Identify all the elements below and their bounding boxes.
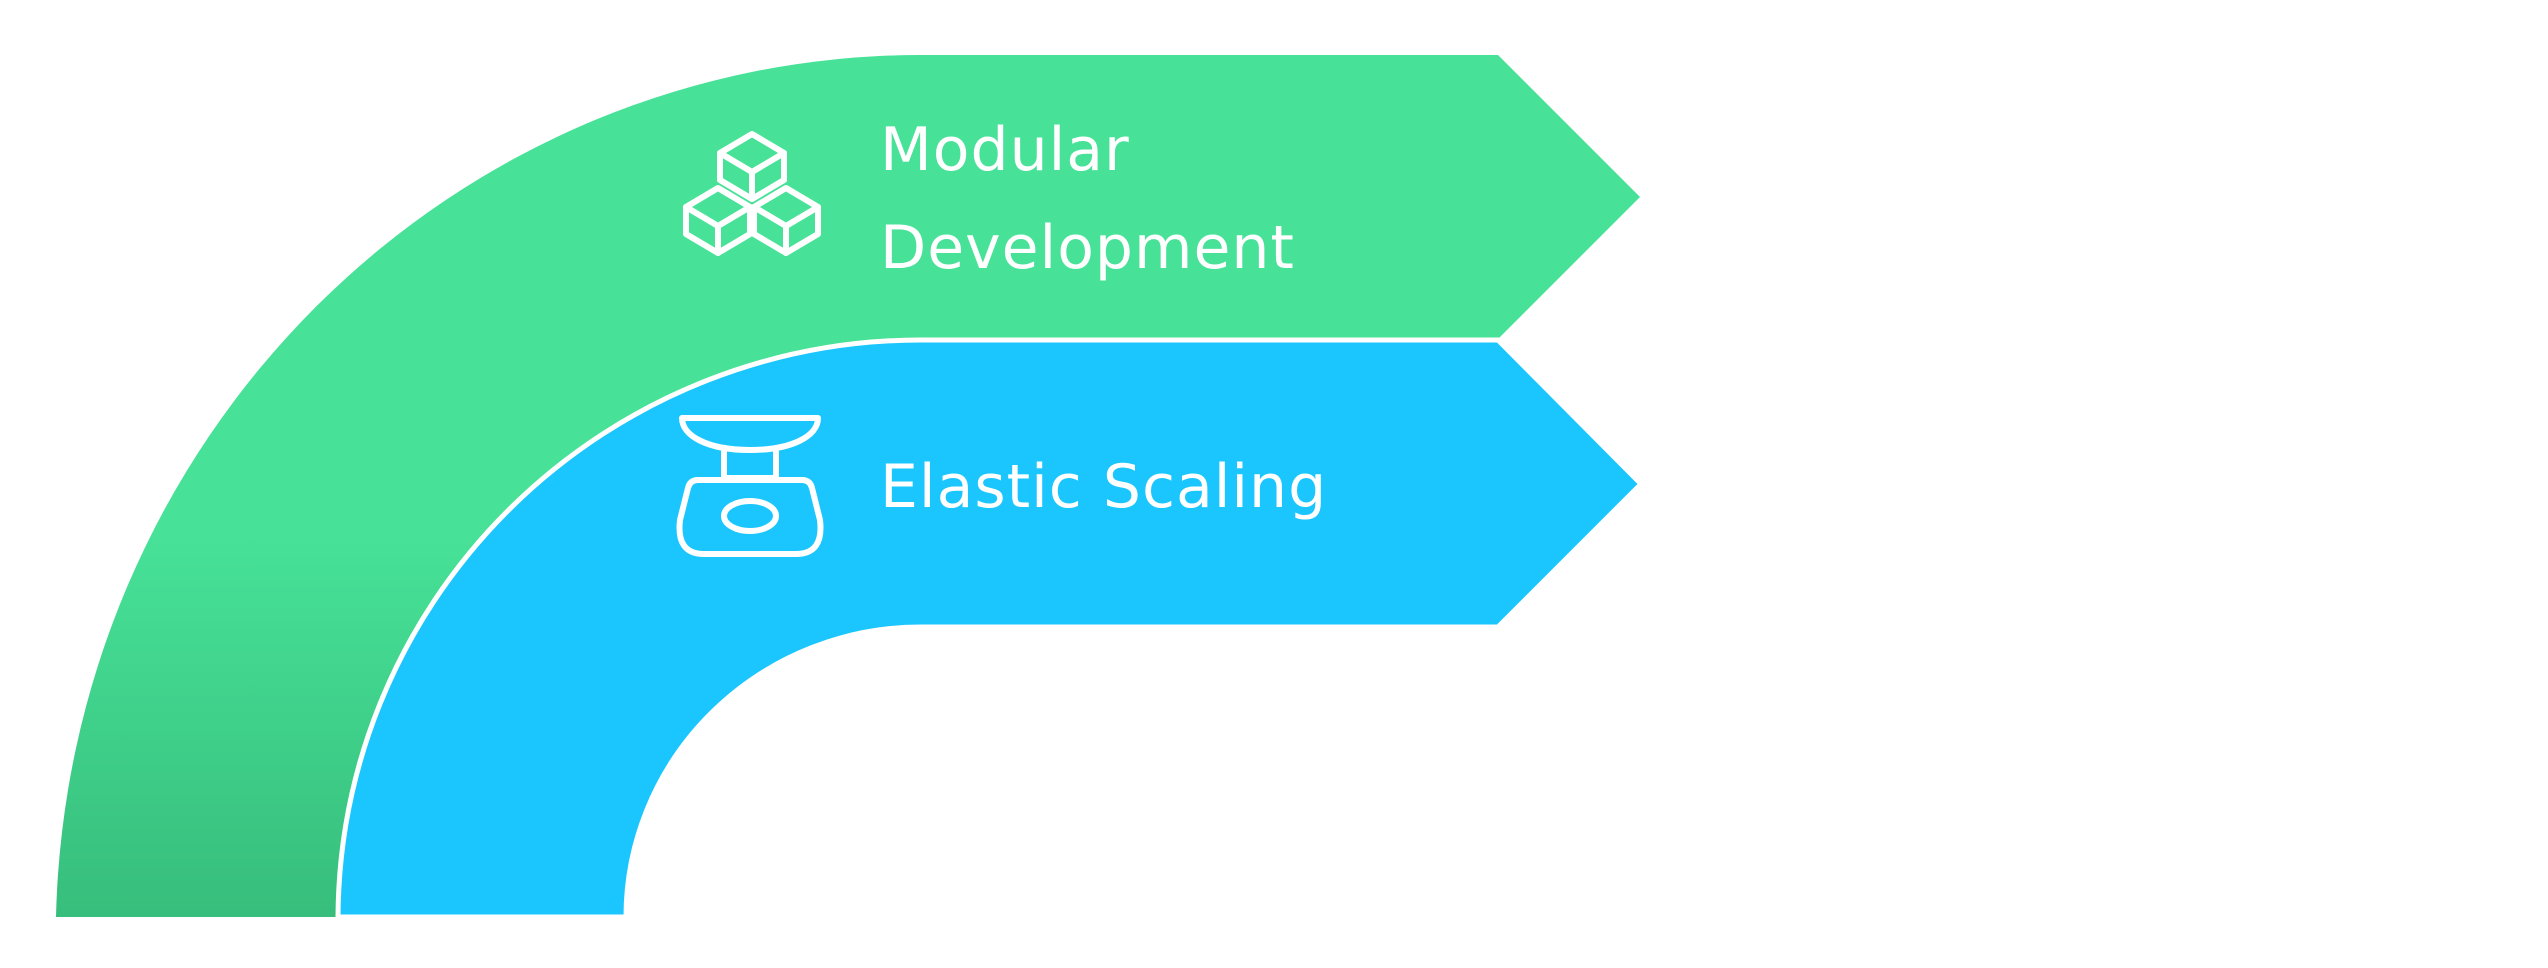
label-line-2: Development: [880, 213, 1295, 283]
band-modular-development-label: Modular Development: [880, 115, 1295, 283]
band-elastic-scaling-label: Elastic Scaling: [880, 452, 1327, 522]
label-line-1: Elastic Scaling: [880, 452, 1327, 522]
label-line-1: Modular: [880, 115, 1130, 185]
band-modular-development-shape: [56, 54, 1640, 917]
modular-blocks-icon: [683, 131, 821, 256]
band-elastic-scaling-shape: [335, 337, 1645, 920]
scale-icon: [676, 415, 824, 557]
band-elastic-scaling: Elastic Scaling: [335, 337, 1645, 920]
band-modular-development: Modular Development: [56, 54, 1640, 917]
